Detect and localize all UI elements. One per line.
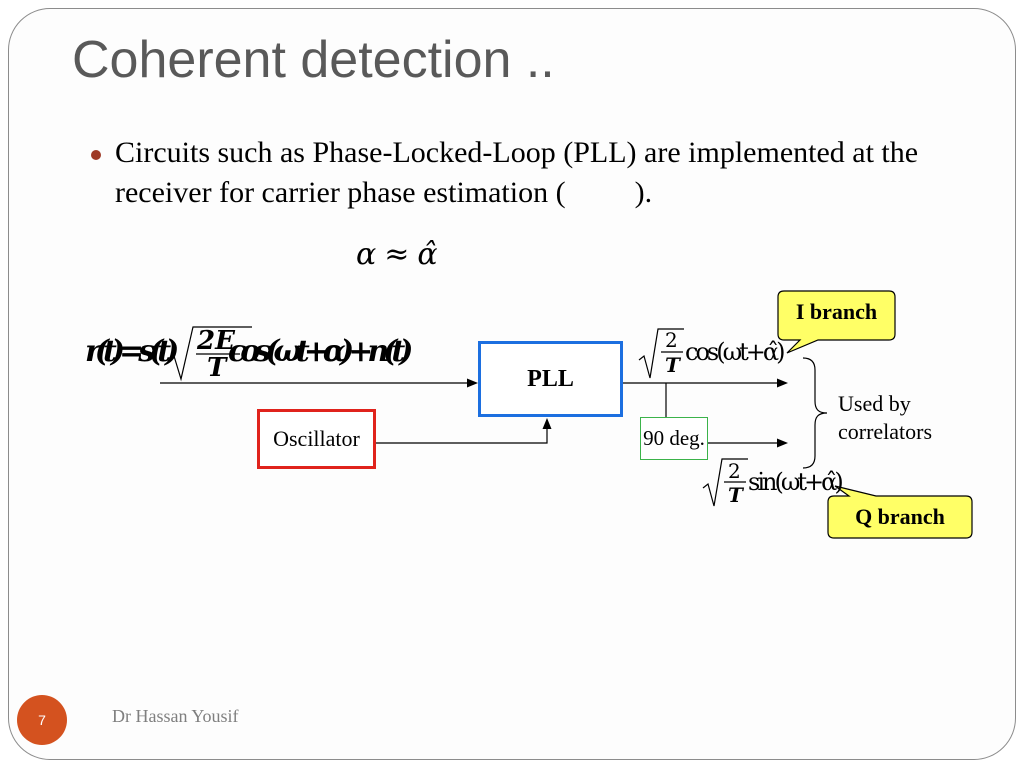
oscillator-to-pll-line: [376, 428, 548, 444]
pll-block: PLL: [478, 341, 623, 417]
q-branch-callout-label: Q branch: [855, 504, 945, 529]
bullet-dot-icon: [91, 150, 101, 160]
received-signal-radical: [167, 326, 252, 382]
i-branch-callout-shape: [777, 290, 896, 354]
i-reference-sqrt-denominator: T: [665, 353, 680, 377]
estimation-symbol-placeholder: [566, 201, 635, 202]
received-signal-sqrt-numerator: 2E: [197, 326, 235, 356]
q-output-arrowhead: [777, 438, 788, 448]
q-branch-callout-shape: [827, 485, 973, 539]
bullet-text-line-2-start: receiver for carrier phase estimation (: [115, 176, 566, 209]
page-number-badge: 7: [17, 695, 67, 745]
true-phase-symbol: α: [356, 237, 377, 272]
estimated-phase-symbol: α̂: [417, 237, 438, 272]
bullet-text-line-2: receiver for carrier phase estimation ()…: [115, 173, 652, 213]
slide-title: Coherent detection ..: [72, 31, 555, 89]
page-number: 7: [38, 712, 46, 728]
i-reference-function: cos(ωt+α̂): [685, 338, 785, 366]
pll-label: PLL: [527, 365, 574, 392]
oscillator-to-pll-arrowhead: [542, 418, 552, 429]
correlators-note-line-2: correlators: [838, 419, 933, 444]
received-signal-sqrt-denominator: T: [207, 353, 227, 383]
received-signal-lhs: r(t)=s(t): [85, 334, 179, 369]
footer-author: Dr Hassan Yousif: [112, 706, 239, 726]
q-reference-sqrt-numerator: 2: [728, 459, 741, 483]
received-signal-rhs: cos(ωt+α)+n(t): [228, 334, 413, 369]
i-branch-callout-label: I branch: [795, 299, 878, 324]
correlators-note-line-1: Used by: [838, 391, 911, 416]
bullet-text-line-1: Circuits such as Phase-Locked-Loop (PLL)…: [115, 136, 919, 169]
i-reference-sqrt-numerator: 2: [665, 328, 678, 352]
oscillator-block: Oscillator: [257, 409, 376, 469]
i-output-arrowhead: [777, 378, 788, 388]
oscillator-label: Oscillator: [273, 426, 360, 451]
correlators-brace: [802, 357, 828, 469]
phase-shifter-block: 90 deg.: [640, 417, 708, 460]
phase-shifter-label: 90 deg.: [643, 426, 705, 450]
q-reference-function: sin(ωt+α̂): [748, 468, 844, 496]
i-reference-radical: [638, 328, 684, 379]
carrier-phase-estimate-equation: α≈α̂: [356, 240, 438, 270]
bullet-text-line-2-end: ).: [634, 176, 653, 209]
q-reference-sqrt-denominator: T: [728, 483, 743, 507]
approx-equal-symbol: ≈: [384, 237, 410, 272]
received-signal-arrowhead: [467, 378, 478, 388]
q-reference-radical: [702, 458, 748, 507]
